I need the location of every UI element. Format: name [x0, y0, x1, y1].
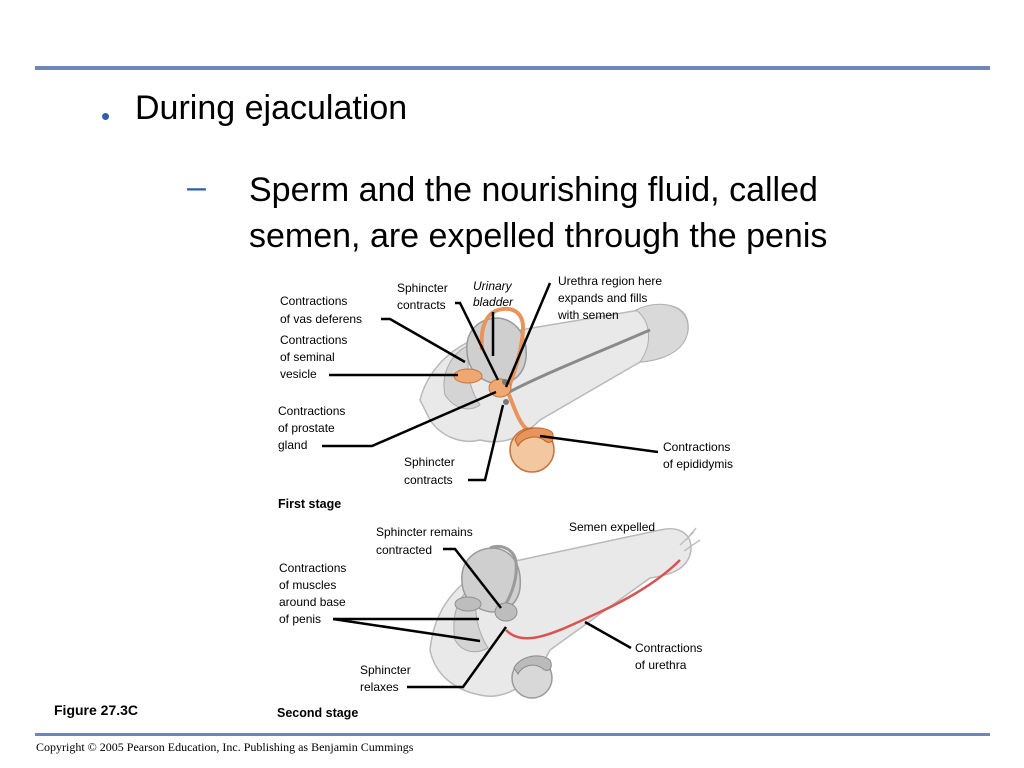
top-divider — [35, 66, 990, 70]
label-muscles-4: of penis — [279, 612, 321, 626]
label-bladder-2: bladder — [473, 295, 514, 309]
second-stage-leaders — [332, 547, 632, 689]
leader-sphincter-remains — [443, 547, 502, 609]
label-urethra-contractions-1: Contractions — [635, 641, 702, 655]
label-seminal-3: vesicle — [280, 367, 317, 381]
sub-bullet-dash: – — [187, 168, 206, 206]
label-muscles-1: Contractions — [279, 561, 346, 575]
vas-deferens-duct-2 — [489, 545, 518, 613]
second-stage-anatomy — [429, 527, 701, 699]
sub-bullet-line-2: semen, are expelled through the penis — [249, 217, 828, 255]
semen-droplets — [679, 527, 701, 552]
label-vas-deferens-1: Contractions — [280, 294, 347, 308]
label-sphincter-relaxes-2: relaxes — [360, 680, 399, 694]
label-seminal-2: of seminal — [280, 350, 335, 364]
leader-sphincter-bottom — [468, 404, 505, 482]
sub-bullet-text: Sperm and the nourishing fluid, called s… — [249, 167, 969, 259]
label-sphincter-remains-1: Sphincter remains — [376, 525, 473, 539]
label-prostate-1: Contractions — [278, 404, 345, 418]
label-muscles-3: around base — [279, 595, 346, 609]
urethra-semen-line — [505, 559, 681, 640]
sub-bullet-line-1: Sperm and the nourishing fluid, called — [249, 171, 818, 209]
bullet-marker: • — [101, 101, 111, 131]
seminal-vesicle-shape-2 — [454, 596, 482, 612]
leader-sphincter-relaxes — [407, 626, 508, 689]
first-stage-anatomy — [419, 303, 689, 473]
leader-urethra-region — [504, 282, 552, 388]
sphincter-lower-dot — [503, 399, 509, 405]
leader-urethra-contractions — [584, 620, 632, 650]
urethra-line — [503, 328, 651, 397]
label-sphincter-bottom-2: contracts — [404, 473, 453, 487]
label-epididymis-1: Contractions — [663, 440, 730, 454]
label-sphincter-remains-2: contracted — [376, 543, 432, 557]
first-stage-leaders — [322, 282, 659, 482]
label-sphincter-top-1: Sphincter — [397, 281, 448, 295]
label-semen-expelled: Semen expelled — [569, 520, 655, 534]
label-sphincter-relaxes-1: Sphincter — [360, 663, 411, 677]
glans-shape — [635, 303, 689, 363]
label-bladder-1: Urinary — [473, 279, 513, 293]
seminal-vesicle-shape — [453, 368, 483, 384]
epididymis-shape-2 — [513, 655, 552, 675]
copyright-footer: Copyright © 2005 Pearson Education, Inc.… — [36, 740, 414, 754]
label-muscles-2: of muscles — [279, 578, 336, 592]
epididymis-shape — [514, 427, 554, 448]
label-urethra-1: Urethra region here — [558, 274, 662, 288]
leader-epididymis — [539, 434, 659, 454]
leader-prostate — [322, 390, 497, 448]
figure-caption: Figure 27.3C — [54, 702, 139, 718]
label-urethra-3: with semen — [557, 308, 619, 322]
label-vas-deferens-2: of vas deferens — [280, 312, 362, 326]
leader-muscles-lower — [332, 617, 481, 643]
main-bullet: During ejaculation — [135, 89, 408, 127]
label-urethra-contractions-2: of urethra — [635, 658, 687, 672]
label-urethra-2: expands and fills — [558, 291, 647, 305]
label-epididymis-2: of epididymis — [663, 457, 733, 471]
label-prostate-2: of prostate — [278, 421, 335, 435]
label-sphincter-bottom-1: Sphincter — [404, 455, 455, 469]
first-stage-title: First stage — [278, 497, 341, 511]
label-sphincter-top-2: contracts — [397, 298, 446, 312]
label-prostate-3: gland — [278, 438, 307, 452]
leader-vas-deferens — [381, 317, 466, 364]
second-stage-title: Second stage — [277, 706, 358, 720]
label-seminal-1: Contractions — [280, 333, 347, 347]
bottom-divider — [35, 733, 990, 736]
leader-sphincter-top — [455, 301, 500, 381]
